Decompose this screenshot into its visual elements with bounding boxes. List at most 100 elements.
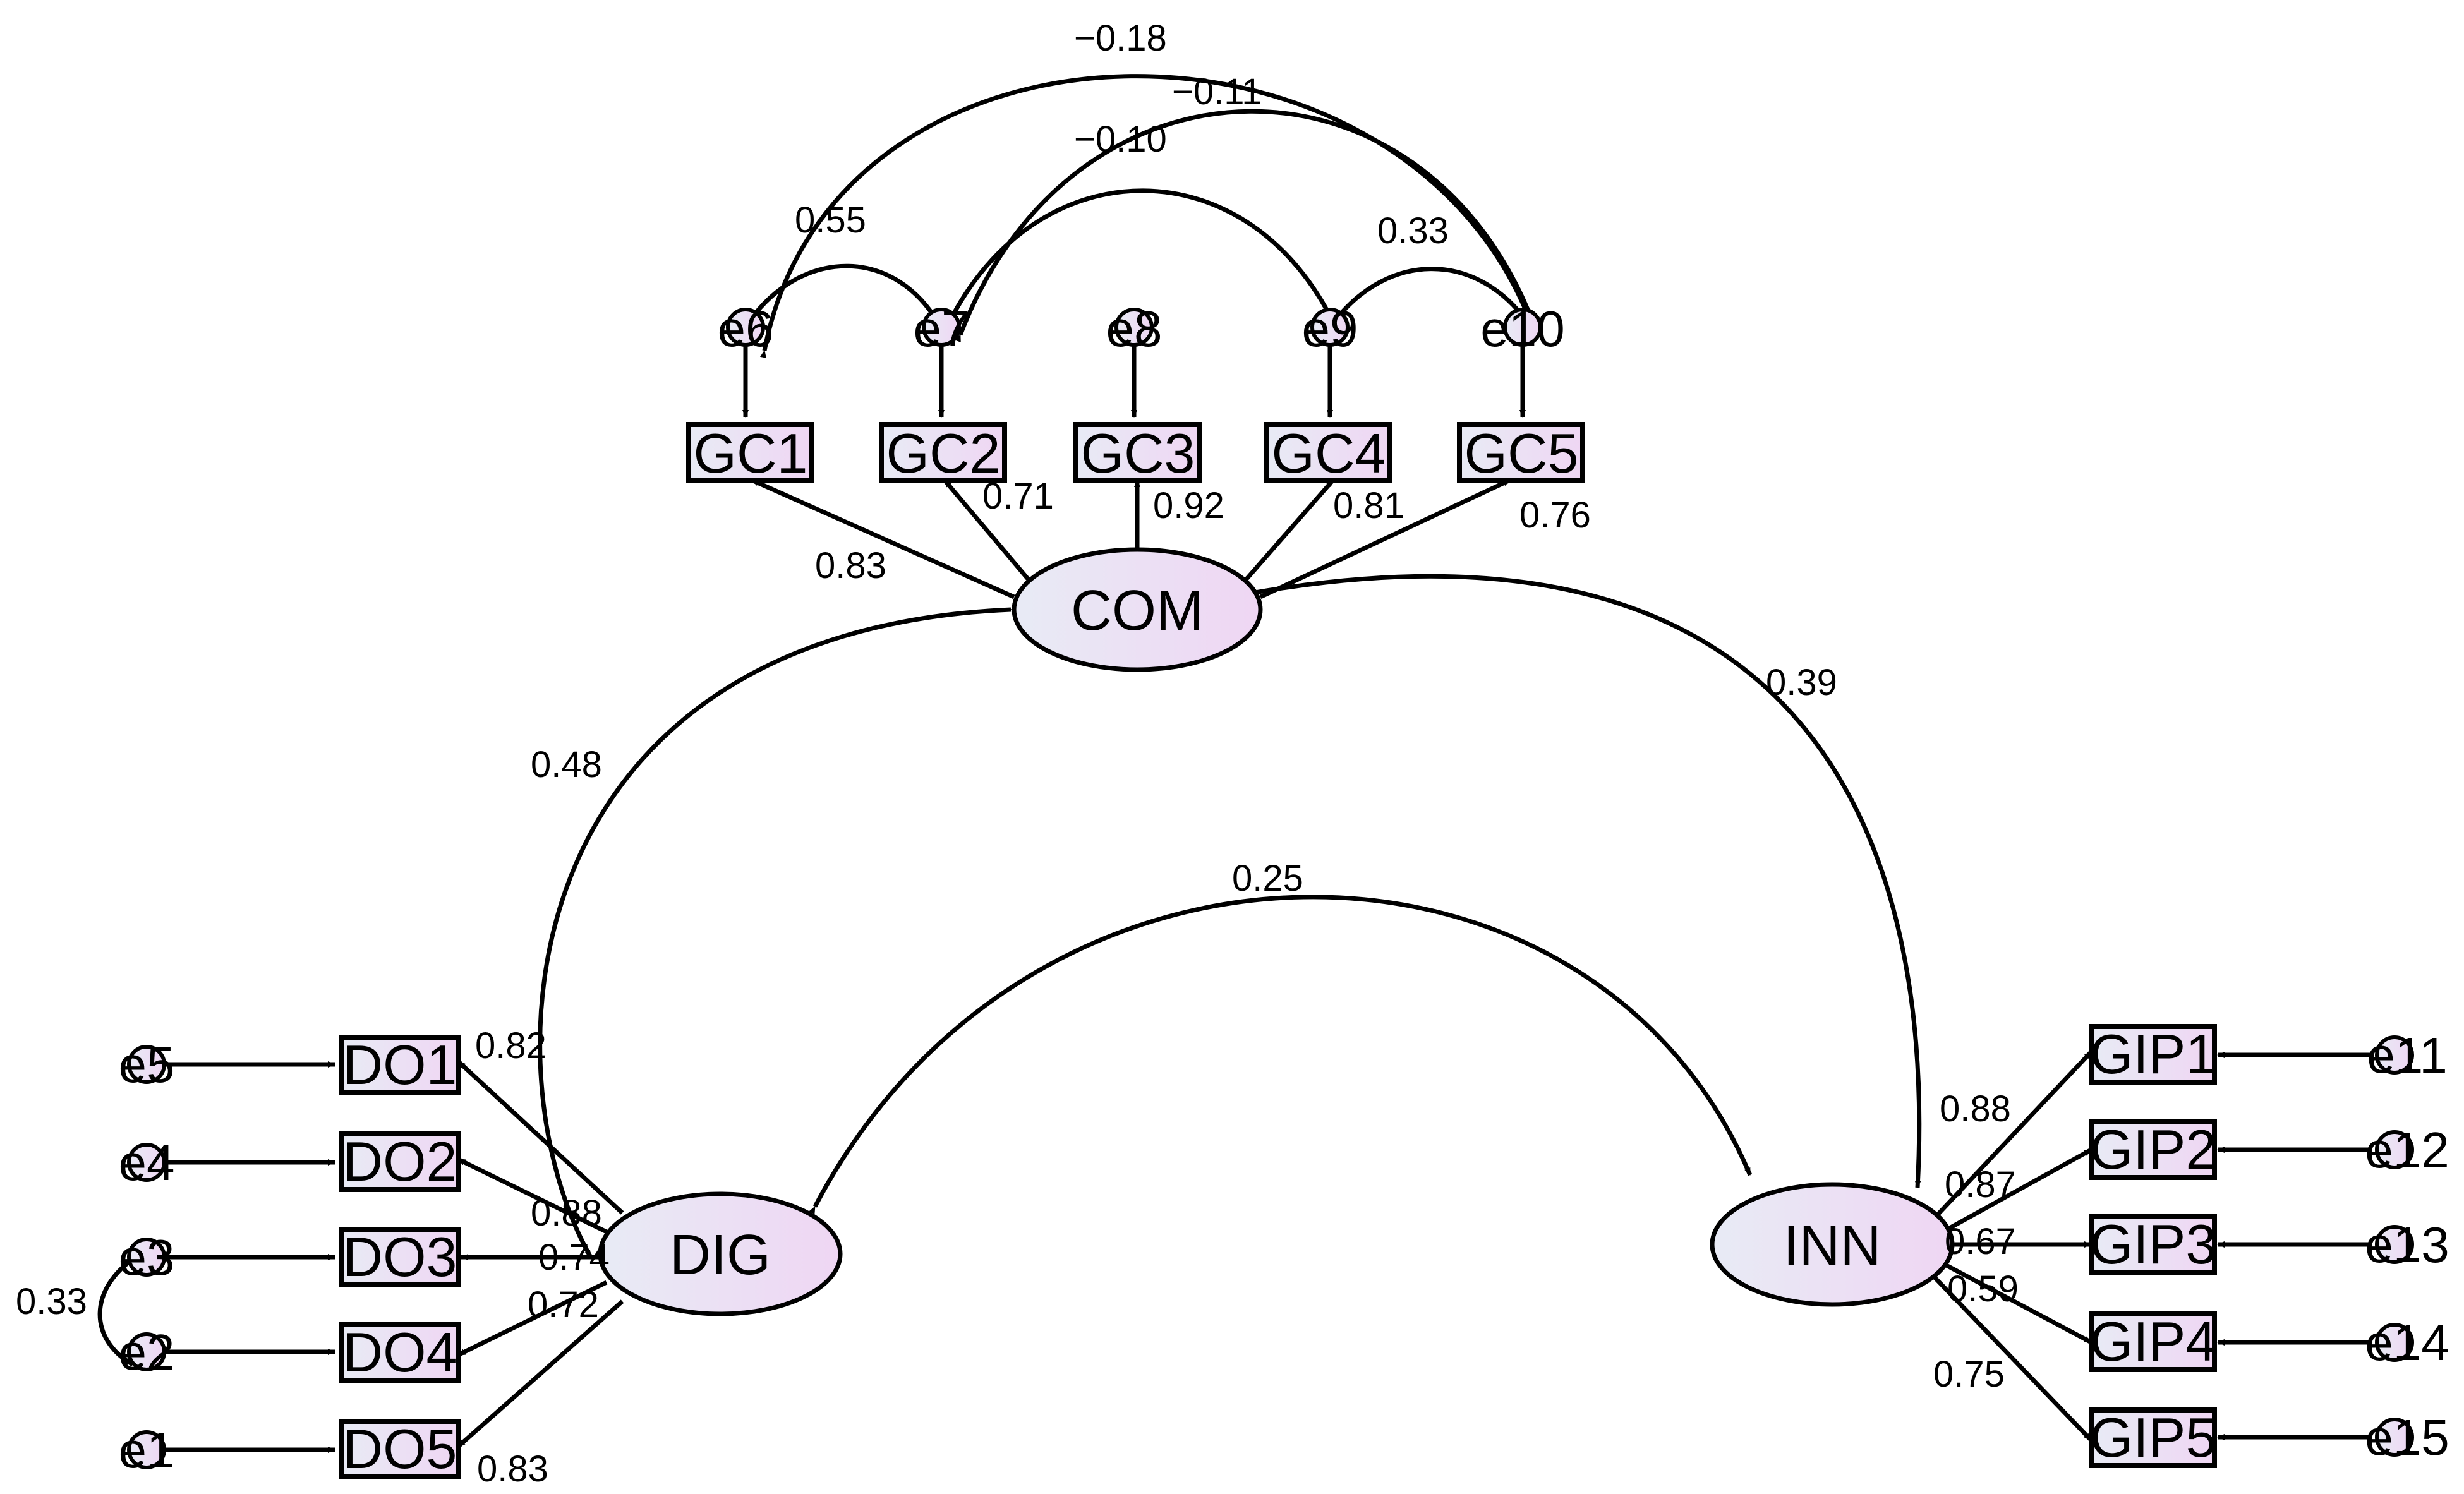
loading-do1: 0.82 [475, 1025, 547, 1066]
latent-com: COM [1012, 547, 1263, 672]
error-e1: e1 [119, 1422, 175, 1478]
error-e14: e14 [2365, 1315, 2449, 1371]
corr-com-inn [1240, 574, 1922, 1188]
svg-text:e6: e6 [718, 301, 774, 357]
svg-text:e15: e15 [2365, 1409, 2449, 1466]
error-e5: e5 [119, 1037, 175, 1093]
loading-gc3: 0.92 [1153, 485, 1224, 526]
corr-com-inn-label: 0.39 [1766, 662, 1837, 703]
error-e8: e8 [1106, 301, 1163, 357]
loading-gip3: 0.67 [1945, 1221, 2016, 1262]
latent-correlation-arcs [538, 574, 1922, 1258]
loading-gc5: 0.76 [1519, 495, 1591, 536]
error-e7: e7 [914, 301, 970, 357]
error-e13: e13 [2365, 1217, 2449, 1273]
svg-text:DIG: DIG [670, 1224, 771, 1287]
corr-dig-inn-label: 0.25 [1232, 858, 1303, 899]
error-covariance-arcs [97, 74, 1538, 1367]
svg-text:GIP2: GIP2 [2090, 1118, 2217, 1181]
svg-text:GC2: GC2 [886, 422, 1001, 485]
svg-text:e1: e1 [119, 1422, 175, 1478]
loading-gip2: 0.87 [1945, 1164, 2016, 1205]
svg-text:e9: e9 [1302, 301, 1358, 357]
latent-dig: DIG [598, 1191, 843, 1316]
error-e11: e11 [2367, 1027, 2448, 1083]
corr-com-dig [538, 606, 1018, 1258]
svg-text:DO3: DO3 [343, 1226, 457, 1288]
cov-e7-e10 [955, 109, 1538, 343]
svg-text:e2: e2 [119, 1324, 175, 1380]
cov-e6-e7 [742, 263, 944, 330]
indicator-gip5: GIP5 [2089, 1406, 2217, 1469]
error-e9: e9 [1302, 301, 1358, 357]
cov-e3-e2 [97, 1250, 143, 1367]
loading-gip1: 0.88 [1940, 1088, 2011, 1130]
svg-text:e10: e10 [1480, 301, 1564, 357]
error-e4: e4 [119, 1135, 175, 1191]
svg-text:DO1: DO1 [343, 1033, 457, 1096]
loading-arrows [456, 478, 2093, 1449]
svg-text:GC1: GC1 [694, 422, 808, 485]
indicator-do2: DO2 [339, 1130, 461, 1193]
observed-indicators: GC1 GC2 GC3 GC4 GC5 DO1 DO2 DO3 [339, 422, 2217, 1480]
loading-gip5: 0.75 [1933, 1354, 2005, 1395]
svg-text:e4: e4 [119, 1135, 175, 1191]
svg-text:e11: e11 [2367, 1027, 2448, 1083]
svg-text:GC5: GC5 [1465, 422, 1579, 485]
loading-gc1: 0.83 [815, 545, 886, 586]
indicator-do3: DO3 [339, 1226, 461, 1288]
svg-text:GIP4: GIP4 [2090, 1310, 2217, 1373]
coef-e9-e10: 0.33 [1377, 210, 1449, 251]
error-e6: e6 [718, 301, 774, 357]
error-arrows [152, 344, 2372, 1453]
error-e15: e15 [2365, 1409, 2449, 1466]
coef-e6-e7: 0.55 [795, 200, 866, 241]
svg-text:GC3: GC3 [1081, 422, 1195, 485]
indicator-gc5: GC5 [1457, 422, 1585, 485]
loading-do4: 0.72 [528, 1284, 599, 1325]
cov-e9-e10 [1329, 267, 1525, 327]
svg-text:COM: COM [1071, 579, 1204, 642]
svg-text:e3: e3 [119, 1229, 175, 1286]
latent-constructs: COM DIG INN [598, 547, 1955, 1316]
svg-text:e5: e5 [119, 1037, 175, 1093]
svg-text:e13: e13 [2365, 1217, 2449, 1273]
loading-do2: 0.88 [531, 1193, 602, 1234]
indicator-do4: DO4 [339, 1321, 461, 1383]
indicator-gc3: GC3 [1073, 422, 1202, 485]
indicator-gip1: GIP1 [2089, 1023, 2217, 1085]
latent-inn: INN [1710, 1182, 1955, 1307]
svg-text:e14: e14 [2365, 1315, 2449, 1371]
coef-e7-e9: −0.10 [1074, 119, 1167, 160]
coefficient-labels: −0.18 −0.11 −0.10 0.55 0.33 0.33 0.83 0.… [16, 18, 2019, 1490]
error-terms: e6 e7 e8 e9 e10 e5 e4 e3 [119, 301, 2449, 1478]
error-e10: e10 [1480, 301, 1564, 357]
svg-text:DO2: DO2 [343, 1130, 457, 1193]
error-e3: e3 [119, 1229, 175, 1286]
corr-com-dig-label: 0.48 [531, 744, 602, 785]
loading-gc2: 0.71 [982, 476, 1054, 517]
svg-text:e12: e12 [2365, 1122, 2449, 1178]
indicator-gc1: GC1 [686, 422, 814, 485]
svg-text:e8: e8 [1106, 301, 1163, 357]
svg-text:INN: INN [1784, 1214, 1881, 1277]
svg-text:GIP3: GIP3 [2090, 1213, 2217, 1275]
indicator-gip2: GIP2 [2089, 1118, 2217, 1181]
error-e12: e12 [2365, 1122, 2449, 1178]
svg-text:DO4: DO4 [343, 1321, 457, 1383]
svg-text:GC4: GC4 [1272, 422, 1386, 485]
svg-text:GIP5: GIP5 [2090, 1406, 2217, 1469]
svg-text:e7: e7 [914, 301, 970, 357]
indicator-do1: DO1 [339, 1033, 461, 1096]
svg-text:GIP1: GIP1 [2090, 1023, 2217, 1085]
loading-do5: 0.83 [477, 1449, 548, 1490]
coef-e7-e10: −0.11 [1172, 71, 1262, 112]
loading-gip4: 0.59 [1947, 1268, 2019, 1310]
svg-text:DO5: DO5 [343, 1418, 457, 1480]
loading-do3: 0.74 [538, 1237, 610, 1278]
indicator-gip4: GIP4 [2089, 1310, 2217, 1373]
cov-e7-e9 [941, 188, 1339, 334]
indicator-do5: DO5 [339, 1418, 461, 1480]
cov-e6-e10 [760, 74, 1538, 358]
